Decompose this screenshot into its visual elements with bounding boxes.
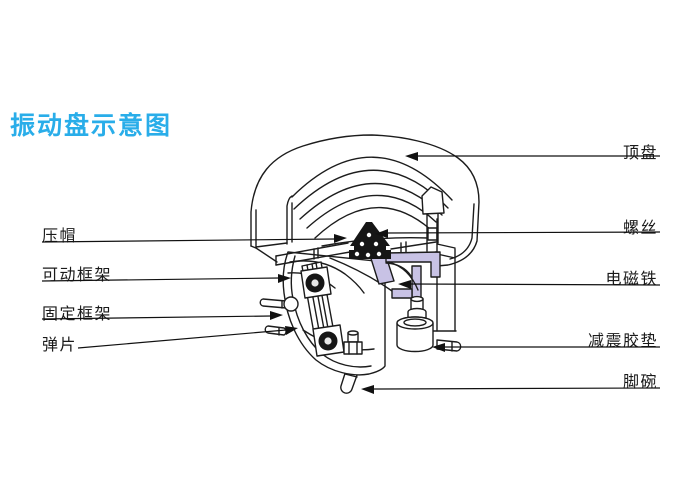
leader-damping-pad	[432, 343, 660, 352]
leaf-spring	[300, 261, 345, 357]
leader-foot-cup	[361, 385, 661, 394]
inner-bolt	[343, 330, 363, 355]
label-foot-cup: 脚碗	[622, 374, 658, 391]
leader-leaf-spring	[77, 326, 298, 349]
label-leaf-spring: 弹片	[42, 337, 78, 354]
label-top-plate: 顶盘	[622, 145, 658, 162]
press-cap	[349, 222, 391, 259]
damping-pad-foot	[396, 295, 462, 353]
label-press-cap: 压帽	[42, 228, 78, 245]
leader-press-cap	[41, 234, 347, 243]
leader-top-plate	[405, 152, 660, 161]
leader-fixed-frame	[41, 311, 283, 320]
leader-movable-frame	[41, 274, 291, 283]
label-electromagnet: 电磁铁	[605, 271, 658, 288]
leader-screw	[375, 229, 661, 238]
armature-curves	[385, 261, 419, 291]
label-screw: 螺丝	[622, 220, 658, 237]
label-damping-pad: 减震胶垫	[587, 333, 658, 350]
page-title: 振动盘示意图	[10, 112, 173, 140]
leader-electromagnet	[398, 280, 661, 289]
